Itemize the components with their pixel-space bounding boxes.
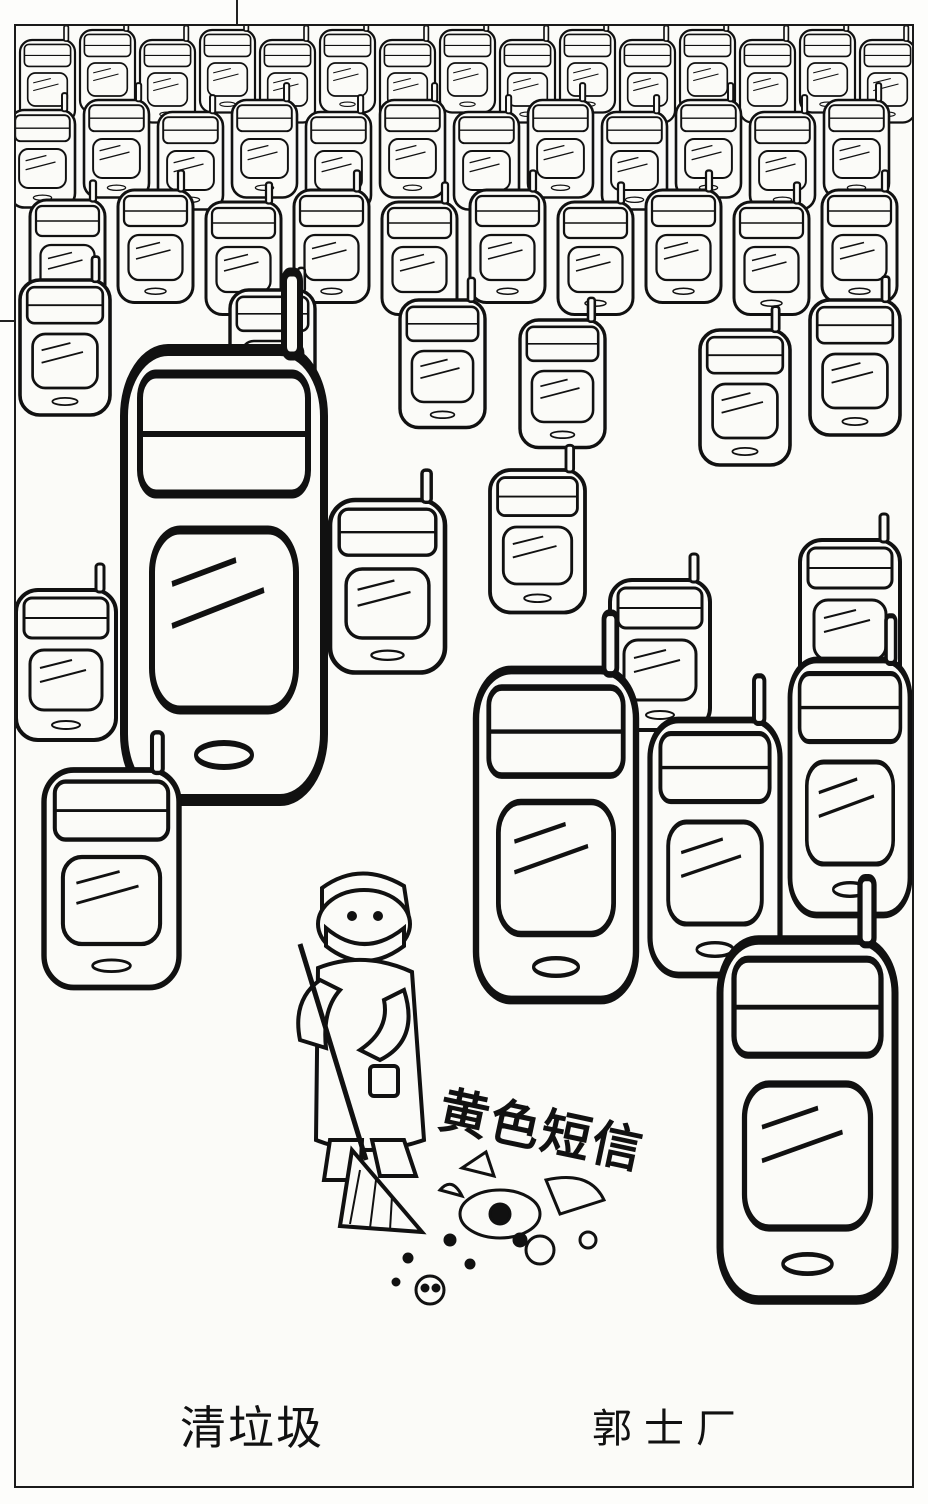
phone-mid-center [476, 613, 636, 1000]
cartoon-title: 清垃圾 [180, 1401, 324, 1455]
crop-mark-top [236, 0, 238, 24]
phone-small-left [44, 732, 179, 987]
phone-row-back [18, 26, 912, 124]
phone-crowd [16, 26, 912, 1306]
crop-mark-left [0, 320, 14, 322]
phone-front-right [720, 878, 895, 1300]
trash-pile [391, 1149, 607, 1306]
cartoon-author: 郭士厂 [592, 1406, 748, 1452]
sweeper-figure [296, 871, 427, 1235]
phone-mid-right [650, 676, 780, 975]
phone-far-right [790, 616, 910, 915]
phone-large-left [124, 272, 324, 800]
